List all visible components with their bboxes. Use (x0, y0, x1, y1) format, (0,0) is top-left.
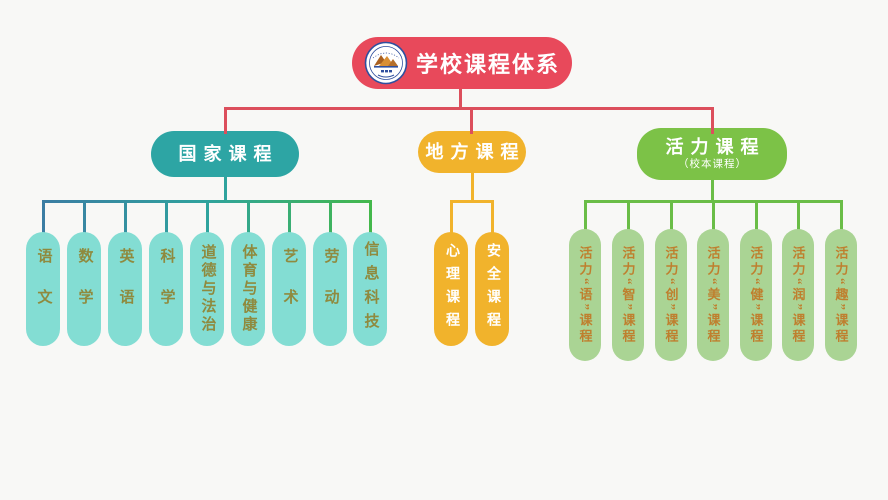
leaf-pill: 心理课程 (434, 232, 468, 346)
leaf-pill: 数学 (67, 232, 101, 346)
leaf-pill: 劳动 (313, 232, 347, 346)
leaf-pill: 安全课程 (475, 232, 509, 346)
branch-node-national-curriculum: 国家课程 (151, 131, 299, 177)
leaf-pill: 语文 (26, 232, 60, 346)
leaf-label: 活力“趣”课程 (833, 245, 849, 345)
connector-line (711, 200, 715, 235)
connector-line (469, 107, 473, 134)
root-title: 学校课程体系 (415, 52, 560, 77)
connector-line (626, 200, 630, 235)
branch-label: 活力课程 (665, 136, 766, 157)
leaf-label: 英语 (117, 248, 134, 330)
leaf-pill: 体育与健康 (231, 232, 265, 346)
connector-line (449, 200, 453, 238)
leaf-pill: 活力“语”课程 (569, 229, 601, 361)
leaf-label: 道德与法治 (199, 244, 216, 334)
leaf-label: 活力“润”课程 (790, 245, 806, 345)
leaf-pill: 活力“美”课程 (697, 229, 729, 361)
connector-line (754, 200, 758, 235)
leaf-label: 活力“语”课程 (577, 245, 593, 345)
leaf-label: 体育与健康 (240, 244, 257, 334)
leaf-label: 活力“健”课程 (748, 245, 764, 345)
leaf-label: 心理课程 (444, 243, 459, 335)
connector-line (123, 200, 127, 238)
connector-line (470, 173, 474, 203)
leaf-pill: 道德与法治 (190, 232, 224, 346)
leaf-label: 信息科技 (362, 241, 379, 337)
school-emblem-icon (364, 41, 408, 85)
leaf-pill: 英语 (108, 232, 142, 346)
leaf-pill: 活力“趣”课程 (825, 229, 857, 361)
leaf-label: 活力“智”课程 (620, 245, 636, 345)
leaf-label: 科学 (158, 248, 175, 330)
connector-line (490, 200, 494, 238)
leaf-pill: 科学 (149, 232, 183, 346)
leaf-pill: 信息科技 (353, 232, 387, 346)
connector-line (449, 200, 494, 203)
branch-node-local-curriculum: 地方课程 (418, 131, 526, 173)
connector-line (710, 107, 714, 134)
branch-subtitle: （校本课程） (678, 158, 747, 170)
connector-line (205, 200, 209, 238)
connector-line (82, 200, 86, 238)
connector-line (223, 177, 227, 203)
connector-line (223, 107, 227, 134)
connector-line (224, 107, 714, 110)
connector-line (287, 200, 291, 238)
connector-line (458, 89, 462, 110)
leaf-pill: 活力“创”课程 (655, 229, 687, 361)
leaf-label: 活力“美”课程 (705, 245, 721, 345)
leaf-pill: 活力“健”课程 (740, 229, 772, 361)
connector-line (368, 200, 372, 238)
connector-line (41, 200, 45, 238)
branch-node-vitality-curriculum: 活力课程 （校本课程） (637, 128, 787, 180)
branch-label: 地方课程 (425, 142, 526, 162)
connector-line (164, 200, 168, 238)
leaf-label: 劳动 (322, 248, 339, 330)
connector-line (669, 200, 673, 235)
leaf-label: 语文 (35, 248, 52, 330)
leaf-label: 数学 (76, 248, 93, 330)
connector-line (710, 180, 714, 203)
connector-line (839, 200, 843, 235)
connector-line (796, 200, 800, 235)
leaf-pill: 活力“润”课程 (782, 229, 814, 361)
leaf-pill: 活力“智”课程 (612, 229, 644, 361)
connector-line (583, 200, 587, 235)
connector-line (246, 200, 250, 238)
leaf-label: 活力“创”课程 (663, 245, 679, 345)
connector-line (328, 200, 332, 238)
leaf-label: 艺术 (281, 248, 298, 330)
leaf-pill: 艺术 (272, 232, 306, 346)
leaf-label: 安全课程 (485, 243, 500, 335)
branch-label: 国家课程 (178, 144, 279, 164)
root-node: 学校课程体系 (352, 37, 572, 89)
